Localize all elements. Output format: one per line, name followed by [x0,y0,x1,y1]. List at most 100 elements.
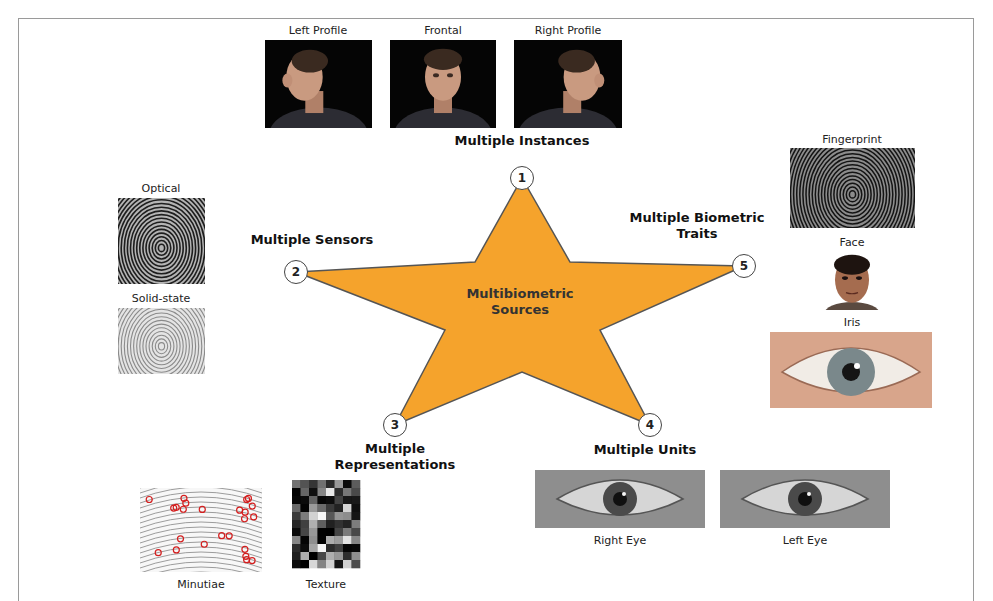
source-heading: Multiple Instances [455,133,590,149]
ridge [118,308,205,374]
ridge [140,320,183,372]
texture-cell [352,536,361,544]
iris-disc [827,348,875,396]
texture-cell [335,480,344,488]
texture-cell [301,488,310,496]
eye [842,276,848,280]
texture-cell [326,552,335,560]
texture-cell [352,504,361,512]
highlight [807,492,811,496]
ridge [124,203,198,284]
texture-cell [318,544,327,552]
ridge [140,567,262,572]
texture-cell [309,544,318,552]
texture-cell [352,480,361,488]
texture-cell [301,544,310,552]
number-circle: 1 [510,166,534,190]
eye [856,276,862,280]
minutia-point [155,550,161,556]
shirt [824,302,880,310]
ridge [825,161,881,228]
ridge [118,308,205,374]
ridge [846,187,858,202]
highlight [854,363,860,369]
nose [282,73,292,87]
texture-cell [343,496,352,504]
minutia-point [173,547,179,553]
texture-cell [335,504,344,512]
texture-cell [335,528,344,536]
texture-cell [352,552,361,560]
image-caption: Minutiae [177,578,224,591]
source-heading: Multiple Units [594,442,697,458]
ridge [794,148,912,228]
ridge [137,317,187,374]
texture-cell [292,496,301,504]
ridge [118,198,205,284]
texture-cell [352,496,361,504]
minutiae-content [140,488,262,572]
fingerprint-ridges [118,308,205,374]
image-caption: Right Profile [535,24,602,37]
texture-cell [301,512,310,520]
ridge [137,218,187,277]
ridge [118,308,205,374]
ridge [822,157,884,228]
image-caption: Face [840,236,865,249]
minutia-point [244,497,250,503]
ridge [118,198,205,284]
number-circle: 4 [638,413,662,437]
texture-cell [335,512,344,520]
ridge [118,198,205,284]
texture-cell [309,512,318,520]
eye [433,73,439,77]
ridge [118,198,205,284]
ridge [790,148,915,228]
minutia-point [226,533,232,539]
texture-cell [335,496,344,504]
image-caption: Solid-state [132,292,191,305]
texture-cell [343,488,352,496]
minutia-point [242,509,248,515]
face-background [824,252,880,310]
image-caption: Texture [306,578,346,591]
highlight [622,492,626,496]
ridge [134,313,190,374]
iris-disc [788,482,822,516]
face-photo [265,40,372,160]
ridge [849,191,855,198]
image-caption: Left Profile [289,24,347,37]
texture-cell [352,560,361,568]
texture-cell [352,528,361,536]
ridge [790,148,915,228]
ridge [143,324,180,368]
texture-cell [326,520,335,528]
texture-background [292,480,360,568]
texture-cell [318,504,327,512]
texture-cell [318,536,327,544]
ridge [158,343,164,350]
ridge [790,148,915,228]
image-caption: Optical [142,182,181,195]
texture-cell [309,560,318,568]
image-caption: Frontal [424,24,462,37]
ridge [790,148,915,228]
ridge [131,309,193,374]
ridge [118,308,205,374]
texture-cell [352,512,361,520]
texture-cell [292,544,301,552]
texture-cell [343,480,352,488]
ridge [837,176,868,213]
ridge [149,233,174,263]
texture-cell [292,552,301,560]
texture-cell [301,560,310,568]
ridge [121,200,202,284]
texture-cell [309,552,318,560]
texture-cell [318,560,327,568]
fingerprint-ridges [118,198,205,284]
minutia-point [242,516,248,522]
ridge [815,150,889,228]
number-circle: 2 [284,260,308,284]
texture-cell [292,528,301,536]
callout-number: 4 [646,418,654,432]
